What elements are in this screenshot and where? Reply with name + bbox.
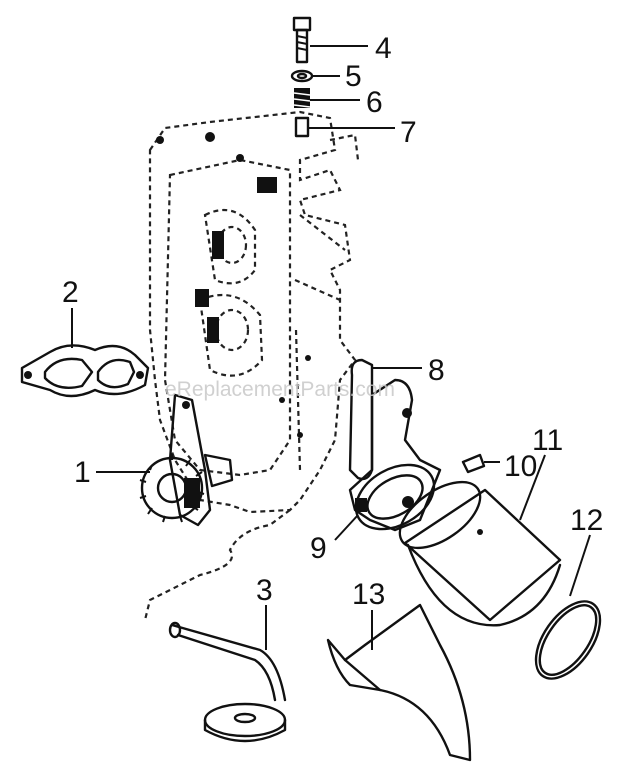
callout-2: 2 (62, 276, 79, 309)
oil-filter-adapter-icon (348, 358, 442, 532)
pump-gasket-icon (20, 344, 150, 398)
callout-7: 7 (400, 116, 417, 149)
bolt-icon (292, 16, 312, 64)
leader-lines (71, 45, 591, 650)
callout-6: 6 (366, 86, 383, 119)
callout-1: 1 (74, 456, 91, 489)
watermark-text: eReplacementParts.com (165, 378, 395, 401)
o-ring-seal-icon (534, 600, 602, 680)
spring-icon (293, 88, 311, 108)
callout-12: 12 (570, 504, 603, 537)
callout-5: 5 (345, 60, 362, 93)
engine-block-icon (148, 110, 360, 514)
callout-4: 4 (375, 32, 392, 65)
oil-pickup-screen-icon (143, 509, 291, 743)
valve-plunger-icon (294, 116, 310, 138)
oil-filter-canister-icon (398, 480, 562, 627)
oil-filter-shield-icon (326, 603, 472, 762)
washer-icon (290, 69, 314, 83)
callout-8: 8 (428, 354, 445, 387)
callout-13: 13 (352, 578, 385, 611)
callout-11: 11 (532, 424, 563, 457)
callout-9: 9 (310, 532, 327, 565)
fitting-icon (461, 453, 486, 474)
callout-10: 10 (504, 450, 537, 483)
oil-pump-gear-icon (139, 393, 234, 527)
callout-3: 3 (256, 574, 273, 607)
